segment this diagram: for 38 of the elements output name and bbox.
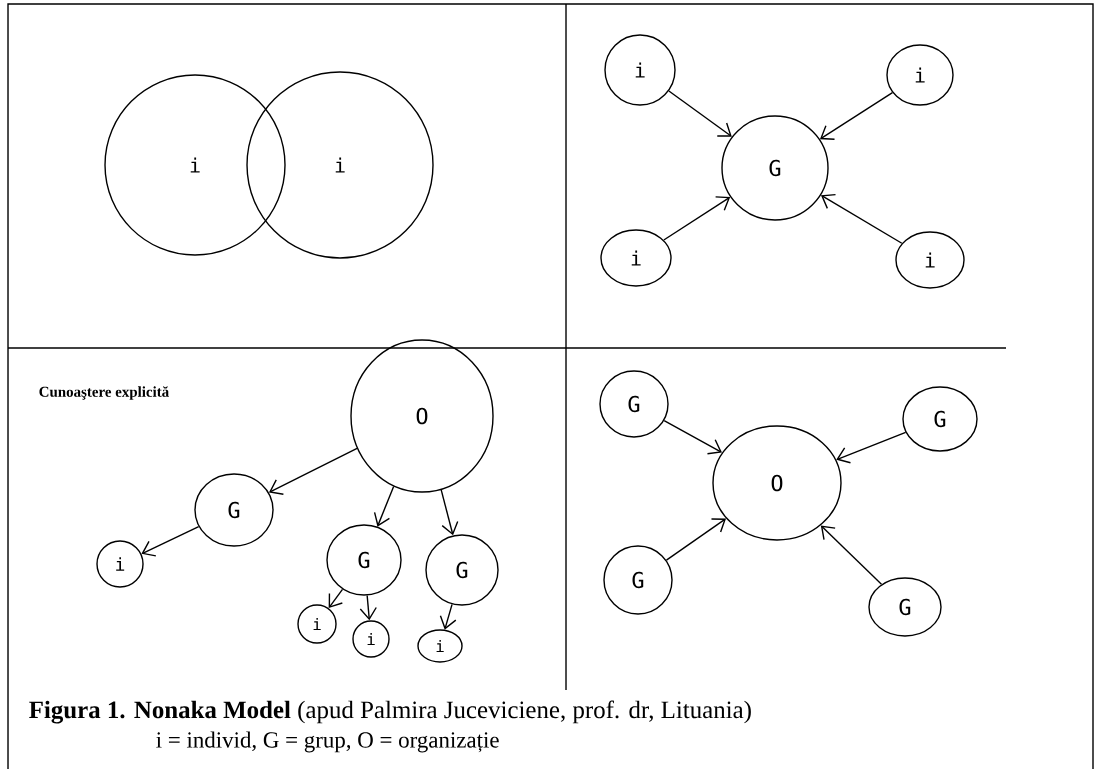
arrow [328, 588, 344, 609]
arrow [820, 193, 903, 244]
circle-node: i [96, 540, 144, 588]
circle-node: G [603, 545, 673, 615]
arrow [663, 196, 731, 241]
circle-node: i [352, 620, 390, 658]
arrow [819, 91, 894, 140]
circle-node: O [712, 425, 842, 541]
circle-node: O [350, 339, 494, 493]
circle-node: i [246, 71, 434, 259]
arrow [373, 485, 395, 527]
arrow [439, 603, 457, 630]
circle-node: G [902, 386, 978, 452]
arrow [668, 90, 732, 137]
circle-node: G [326, 524, 402, 596]
circle-node: i [297, 604, 337, 644]
circle-node: G [868, 577, 942, 637]
circle-node: i [604, 34, 676, 106]
circle-node: G [599, 370, 669, 438]
annotation-text: Cunoaştere explicită [39, 386, 169, 400]
arrow [359, 594, 377, 621]
arrow [836, 431, 907, 464]
arrow [820, 525, 883, 585]
arrow [141, 526, 200, 557]
circle-node: i [895, 231, 965, 289]
arrow [665, 518, 727, 561]
circle-node: G [425, 534, 499, 606]
arrow [663, 419, 722, 455]
circle-node: G [721, 115, 829, 221]
arrow [268, 447, 358, 495]
circle-node: i [600, 229, 672, 287]
circle-node: G [194, 473, 274, 547]
circle-node: i [886, 44, 954, 106]
arrow [440, 489, 459, 536]
key-text: i = individ, G = grup, O = organizație [156, 731, 499, 753]
circle-node: i [417, 629, 463, 663]
figure-caption: Figura 1. Nonaka Model (apud Palmira Juceviciene, prof. dr, Lituania) [29, 700, 751, 724]
circle-node: i [104, 74, 286, 256]
